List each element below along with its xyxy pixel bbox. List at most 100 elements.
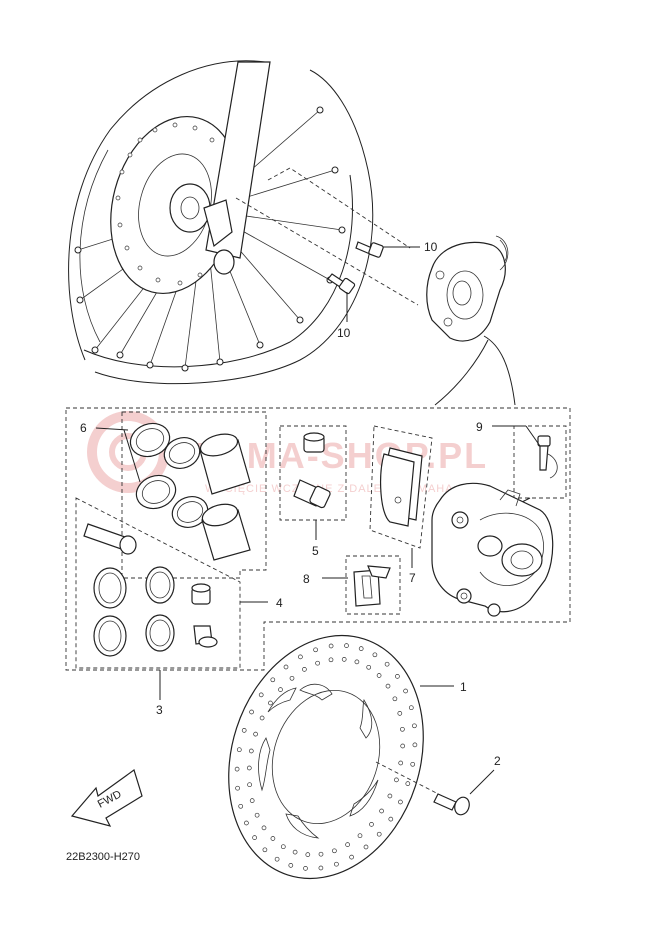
pin-bolt-kit (293, 432, 331, 509)
disc-hole (249, 709, 254, 715)
disc-hole (318, 865, 324, 871)
kit-8-frame (345, 555, 401, 615)
disc-hole (328, 657, 334, 663)
disc-hole (376, 831, 382, 837)
disc-hole (253, 731, 258, 737)
disc-hole (289, 675, 295, 681)
disc-hole (303, 866, 308, 871)
disc-hole (372, 652, 378, 658)
caliper-bolt-upper (355, 241, 384, 258)
caliper-mount-guide (235, 197, 419, 306)
disc-hole (315, 660, 320, 666)
disc-hole (398, 760, 404, 766)
brake-pads (380, 447, 423, 527)
disc-hole (379, 808, 384, 814)
disc-hole (318, 851, 324, 857)
disc-hole (241, 728, 247, 733)
piston-seal-kit (129, 422, 251, 561)
callout-6: 6 (80, 421, 87, 435)
disc-hole (397, 711, 403, 716)
callout-4: 4 (276, 596, 283, 610)
disc-hole (358, 646, 364, 651)
callout-9: 9 (476, 420, 483, 434)
mounted-caliper (426, 235, 516, 406)
disc-hole (357, 833, 363, 839)
disc-hole (388, 816, 394, 822)
disc-hole (270, 836, 276, 841)
disc-hole (249, 798, 255, 803)
disc-hole (283, 664, 289, 670)
callout-5: 5 (312, 544, 319, 558)
disc-hole (254, 812, 260, 818)
disc-hole (261, 825, 267, 831)
disc-hole (387, 793, 393, 799)
caliper-seal-kit (83, 523, 218, 657)
disc-hole (405, 781, 411, 786)
disc-hole (385, 683, 391, 689)
disc-hole (248, 748, 254, 754)
pad-spring (353, 565, 391, 607)
caliper-assembly-frame (65, 407, 571, 671)
disc-hole (334, 861, 339, 867)
disc-hole (400, 726, 405, 732)
disc-hole (305, 852, 311, 857)
disc-hole (398, 799, 403, 805)
forward-direction-icon: FWD (70, 769, 143, 827)
disc-hole (384, 661, 390, 667)
disc-hole (332, 848, 337, 854)
disc-hole (234, 766, 240, 772)
callout-10-upper: 10 (424, 240, 438, 254)
disc-hole (412, 723, 417, 729)
disc-hole (328, 643, 334, 649)
disc-hole (345, 842, 350, 847)
disc-hole (259, 715, 265, 721)
diagram-code: 22B2300-H270 (66, 851, 140, 863)
caliper-bolt-lower (327, 273, 356, 295)
disc-hole (344, 643, 349, 648)
disc-hole (366, 664, 372, 670)
disc-hole (313, 647, 318, 653)
disc-hole (395, 674, 400, 679)
callout-7: 7 (409, 571, 416, 585)
disc-hole (236, 747, 242, 753)
disc-hole (262, 847, 268, 853)
disc-hole (376, 673, 382, 678)
kit-6-frame (121, 411, 267, 579)
disc-hole (369, 822, 374, 827)
kit-5-frame (279, 425, 347, 521)
disc-hole (354, 659, 360, 665)
callout-8: 8 (303, 572, 310, 586)
bleeder-screw (537, 435, 558, 479)
disc-hole (363, 844, 369, 850)
disc-hole (280, 844, 286, 850)
kit-9-frame (513, 425, 567, 499)
disc-hole (278, 687, 283, 692)
disc-hole (349, 854, 354, 860)
disc-hole (268, 700, 273, 706)
caliper-bolt-guide (267, 167, 411, 249)
disc-hole (412, 742, 418, 748)
disc-hole (238, 803, 244, 809)
brake-disc (228, 634, 424, 880)
callout-1: 1 (460, 680, 467, 694)
disc-hole (341, 657, 347, 662)
disc-hole (270, 677, 276, 683)
disc-hole (298, 654, 303, 660)
kit-4-frame (75, 497, 241, 669)
disc-bolt (433, 793, 470, 816)
disc-hole (292, 849, 298, 855)
disc-hole (235, 785, 240, 791)
disc-hole (410, 761, 416, 767)
disc-hole (403, 688, 408, 694)
disc-hole (252, 835, 257, 840)
callout-10-lower: 10 (337, 326, 351, 340)
disc-hole (400, 743, 406, 749)
front-wheel (68, 60, 374, 385)
callout-3: 3 (156, 703, 163, 717)
disc-hole (274, 856, 280, 862)
caliper-body (431, 482, 554, 617)
disc-hole (247, 782, 252, 788)
disc-hole (394, 777, 399, 783)
disc-hole (258, 692, 264, 698)
